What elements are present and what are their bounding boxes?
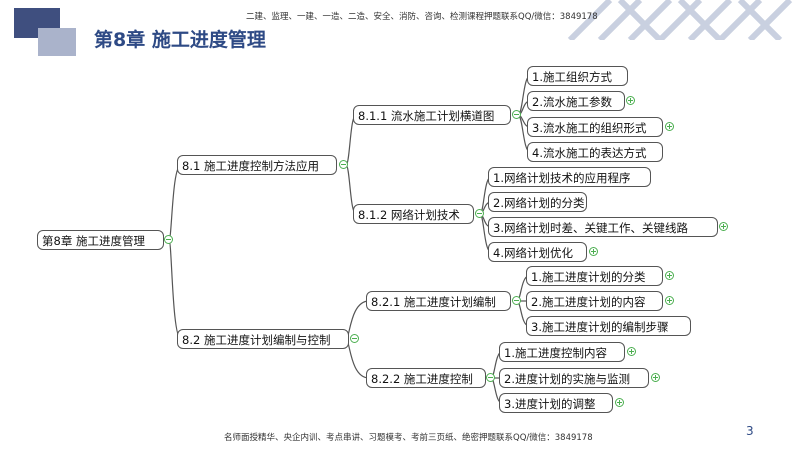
- mindmap-node-8-1-2[interactable]: 8.1.2 网络计划技术: [353, 204, 474, 224]
- mindmap-node-8-1-1[interactable]: 8.1.1 流水施工计划横道图: [353, 105, 511, 125]
- collapse-toggle-icon[interactable]: [512, 296, 521, 305]
- collapse-toggle-icon[interactable]: [475, 209, 484, 218]
- expand-toggle-icon[interactable]: [651, 373, 660, 382]
- decorative-diagonal-pattern: [567, 0, 793, 40]
- expand-toggle-icon[interactable]: [719, 222, 728, 231]
- mindmap-leaf[interactable]: 2.施工进度计划的内容: [526, 291, 663, 311]
- collapse-toggle-icon[interactable]: [512, 110, 521, 119]
- footer-contact-note: 名师面授精华、央企内训、考点串讲、习题模考、考前三页纸、绝密押题联系QQ/微信：…: [224, 433, 593, 443]
- expand-toggle-icon[interactable]: [626, 96, 635, 105]
- collapse-toggle-icon[interactable]: [486, 373, 495, 382]
- mindmap-leaf[interactable]: 1.施工进度计划的分类: [526, 266, 663, 286]
- mindmap-leaf[interactable]: 2.流水施工参数: [527, 91, 625, 111]
- page-title: 第8章 施工进度管理: [94, 29, 266, 51]
- mindmap-leaf[interactable]: 3.流水施工的组织形式: [527, 117, 663, 137]
- mindmap-leaf[interactable]: 3.进度计划的调整: [499, 393, 613, 413]
- mindmap-leaf[interactable]: 1.施工组织方式: [527, 66, 628, 86]
- collapse-toggle-icon[interactable]: [339, 160, 348, 169]
- mindmap-leaf[interactable]: 2.网络计划的分类: [488, 192, 587, 212]
- mindmap-node-8-2-2[interactable]: 8.2.2 施工进度控制: [366, 368, 486, 388]
- expand-toggle-icon[interactable]: [665, 122, 674, 131]
- expand-toggle-icon[interactable]: [589, 247, 598, 256]
- mindmap-leaf[interactable]: 3.网络计划时差、关键工作、关键线路: [488, 217, 718, 237]
- mindmap-node-8-1[interactable]: 8.1 施工进度控制方法应用: [177, 155, 337, 175]
- mindmap-leaf[interactable]: 1.施工进度控制内容: [499, 342, 625, 362]
- mindmap-leaf[interactable]: 2.进度计划的实施与监测: [499, 368, 649, 388]
- mindmap-root-node[interactable]: 第8章 施工进度管理: [37, 230, 164, 250]
- collapse-toggle-icon[interactable]: [164, 235, 173, 244]
- mindmap-leaf[interactable]: 4.流水施工的表达方式: [527, 142, 663, 162]
- expand-toggle-icon[interactable]: [615, 398, 624, 407]
- mindmap-leaf[interactable]: 1.网络计划技术的应用程序: [488, 167, 651, 187]
- mindmap-node-8-2[interactable]: 8.2 施工进度计划编制与控制: [177, 329, 349, 349]
- decorative-square-light: [38, 28, 76, 56]
- header-contact-note: 二建、监理、一建、一造、二造、安全、消防、咨询、检测课程押题联系QQ/微信：38…: [246, 12, 598, 22]
- page-number: 3: [746, 424, 754, 438]
- expand-toggle-icon[interactable]: [665, 296, 674, 305]
- mindmap-node-8-2-1[interactable]: 8.2.1 施工进度计划编制: [366, 291, 511, 311]
- mindmap-leaf[interactable]: 4.网络计划优化: [488, 242, 587, 262]
- expand-toggle-icon[interactable]: [665, 271, 674, 280]
- expand-toggle-icon[interactable]: [627, 347, 636, 356]
- collapse-toggle-icon[interactable]: [350, 334, 359, 343]
- mindmap-leaf[interactable]: 3.施工进度计划的编制步骤: [526, 316, 691, 336]
